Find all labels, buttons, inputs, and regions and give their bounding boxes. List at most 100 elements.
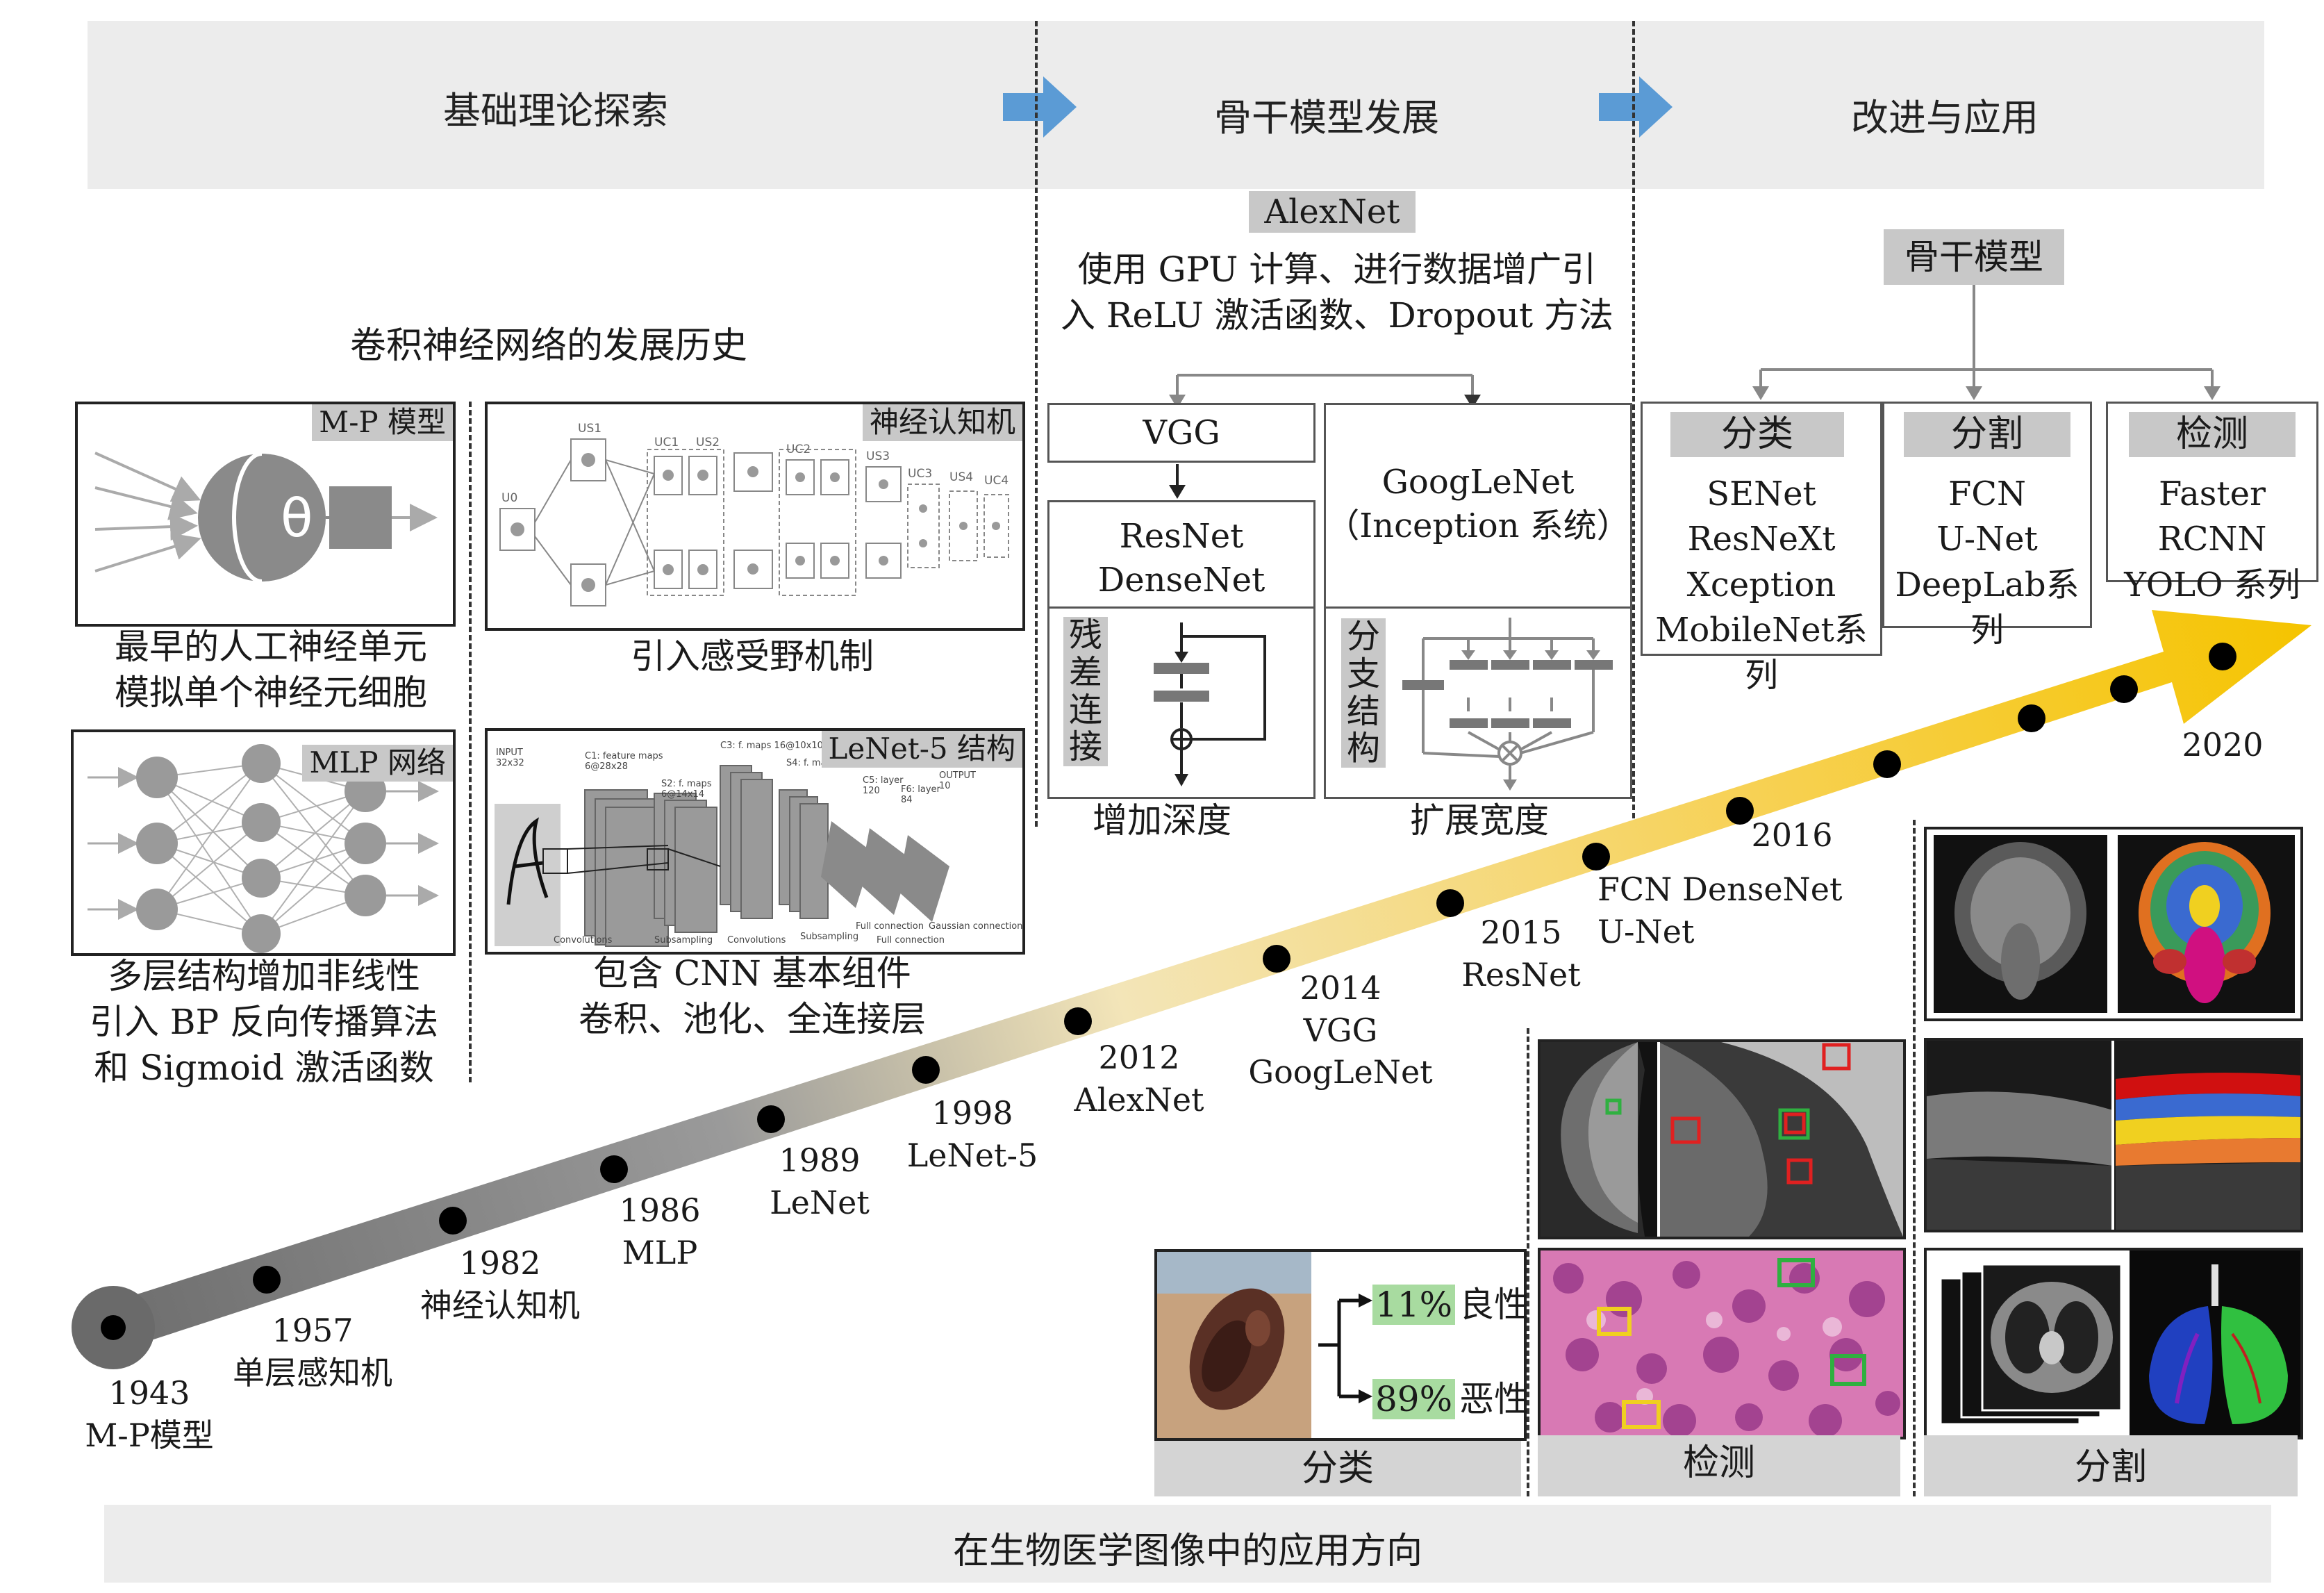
detection-tag: 检测 [2129, 412, 2296, 457]
timeline-dot [1263, 945, 1290, 973]
neocognitron-caption: 引入感受野机制 [485, 634, 1020, 679]
svg-text:US3: US3 [866, 449, 890, 463]
histology-image [1541, 1251, 1903, 1437]
timeline-model: LeNet [770, 1183, 870, 1221]
resnet-label: ResNet DenseNet [1049, 515, 1313, 603]
branch-tag: 分 支 结 构 [1341, 618, 1386, 768]
svg-text:OUTPUT: OUTPUT [939, 770, 976, 781]
timeline-label-1957: 1957 单层感知机 [194, 1310, 431, 1394]
svg-text:Gaussian connections: Gaussian connections [929, 921, 1022, 932]
timeline-year: 2012 [1098, 1039, 1180, 1076]
svg-text:6@28x28: 6@28x28 [585, 761, 628, 772]
svg-text:Full connection: Full connection [856, 921, 924, 932]
classification-models: SENet ResNeXt Xception MobileNet系列 [1643, 472, 1880, 698]
classification-arrows [1318, 1294, 1372, 1403]
mlp-tag: MLP 网络 [302, 745, 453, 782]
timeline-dot [439, 1207, 467, 1235]
timeline-model: M-P模型 [85, 1416, 214, 1454]
svg-text:32x32: 32x32 [496, 758, 524, 768]
timeline-label-2012: 2012 AlexNet [1042, 1037, 1236, 1121]
benign-result: 11%良性 [1372, 1277, 1529, 1327]
inception-diagram [1402, 618, 1613, 791]
brain-mri-image [1927, 829, 2300, 1018]
caption-line: 使用 GPU 计算、进行数据增广引 [1077, 249, 1597, 290]
svg-text:UC2: UC2 [786, 443, 811, 456]
segmentation-lung-ct [1924, 1248, 2303, 1439]
detection-models: Faster RCNN YOLO 系列 [2108, 472, 2316, 608]
vgg-label: VGG [1143, 413, 1220, 452]
svg-text:10: 10 [939, 781, 951, 791]
timeline-label-2015: 2015 ResNet [1438, 911, 1604, 996]
timeline-dot [2018, 704, 2045, 732]
svg-text:C1: feature maps: C1: feature maps [585, 751, 663, 761]
segmentation-models: FCN U-Net DeepLab系列 [1884, 472, 2090, 653]
svg-text:Convolutions: Convolutions [727, 935, 786, 946]
svg-text:US2: US2 [696, 436, 720, 449]
timeline-model: MLP [622, 1233, 698, 1271]
mammogram-image [1541, 1042, 1903, 1237]
residual-char: 连 [1068, 690, 1102, 729]
svg-text:84: 84 [901, 795, 913, 805]
svg-text:US4: US4 [949, 470, 973, 484]
model-name: SENet [1707, 474, 1816, 513]
svg-text:C3: f. maps 16@10x10: C3: f. maps 16@10x10 [720, 741, 823, 751]
application-footer-label: 在生物医学图像中的应用方向 [952, 1530, 1422, 1572]
timeline-year: 2015 [1480, 914, 1562, 951]
depth-caption: 增加深度 [1093, 800, 1231, 841]
timeline-label-1998: 1998 LeNet-5 [875, 1092, 1070, 1176]
svg-text:UC4: UC4 [984, 474, 1009, 488]
svg-text:US1: US1 [578, 422, 601, 436]
timeline-dot [101, 1315, 126, 1340]
alexnet-tag: AlexNet [1249, 191, 1416, 233]
detection-histology [1538, 1248, 1906, 1439]
classification-example: 11%良性 89%恶性 [1154, 1249, 1529, 1441]
timeline-model: GoogLeNet [1248, 1053, 1433, 1091]
timeline-model: 神经认知机 [420, 1286, 580, 1324]
timeline-year: 1943 [108, 1374, 190, 1412]
timeline-dot [2209, 643, 2236, 670]
timeline-model: LeNet-5 [906, 1136, 1038, 1174]
mlp-caption: 多层结构增加非线性 引入 BP 反向传播算法 和 Sigmoid 激活函数 [56, 953, 472, 1091]
model-name: FCN [1948, 474, 2027, 513]
detection-branch-box: 检测 Faster RCNN YOLO 系列 [2106, 402, 2318, 604]
segmentation-branch-box: 分割 FCN U-Net DeepLab系列 [1882, 402, 2092, 650]
svg-text:Subsampling: Subsampling [800, 932, 858, 942]
model-name: Faster RCNN [2157, 474, 2267, 559]
timeline-dot [600, 1155, 628, 1183]
svg-text:Subsampling: Subsampling [654, 935, 713, 946]
mp-model-caption: 最早的人工神经单元 模拟单个神经元细胞 [69, 624, 472, 716]
timeline-dot [2110, 675, 2138, 703]
stage-arrow-icon [1599, 76, 1673, 138]
timeline-label-2016: 2016 [1736, 814, 1848, 857]
model-name: Xception [1686, 565, 1836, 604]
caption-line: 最早的人工神经单元 [115, 627, 427, 667]
stage-label-application: 改进与应用 [1851, 96, 2039, 140]
history-title: 卷积神经网络的发展历史 [349, 325, 747, 367]
timeline-label-2014: 2014 VGG GoogLeNet [1229, 967, 1452, 1093]
timeline-year: 1998 [931, 1094, 1013, 1132]
caption-line: 和 Sigmoid 激活函数 [94, 1048, 434, 1088]
timeline-dot [757, 1105, 785, 1133]
svg-text:UC3: UC3 [908, 467, 932, 481]
classification-tab: 分类 [1154, 1441, 1521, 1496]
neuron-illustration: θ [94, 452, 438, 584]
timeline-dot [1582, 843, 1610, 870]
backbone-root-tag: 骨干模型 [1884, 229, 2064, 285]
caption-line: 引入 BP 反向传播算法 [89, 1002, 439, 1042]
timeline-dot [1873, 750, 1901, 778]
stage-label-backbone: 骨干模型发展 [1214, 96, 1439, 140]
malignant-percent: 89% [1372, 1379, 1456, 1419]
model-name: ResNeXt [1687, 520, 1836, 559]
segmentation-tab: 分割 [1924, 1435, 2298, 1496]
branch-char: 构 [1346, 729, 1380, 768]
caption-line: 模拟单个神经元细胞 [115, 672, 427, 713]
detection-tab: 检测 [1538, 1435, 1900, 1496]
depth-branch-box: ResNet DenseNet 残 差 连 接 [1047, 500, 1315, 799]
application-divider [1527, 1028, 1529, 1496]
panel-divider [469, 402, 472, 1082]
timeline-model: VGG [1303, 1011, 1378, 1049]
width-caption: 扩展宽度 [1410, 800, 1549, 841]
skin-lesion-image [1157, 1252, 1311, 1438]
residual-char: 差 [1068, 652, 1102, 692]
